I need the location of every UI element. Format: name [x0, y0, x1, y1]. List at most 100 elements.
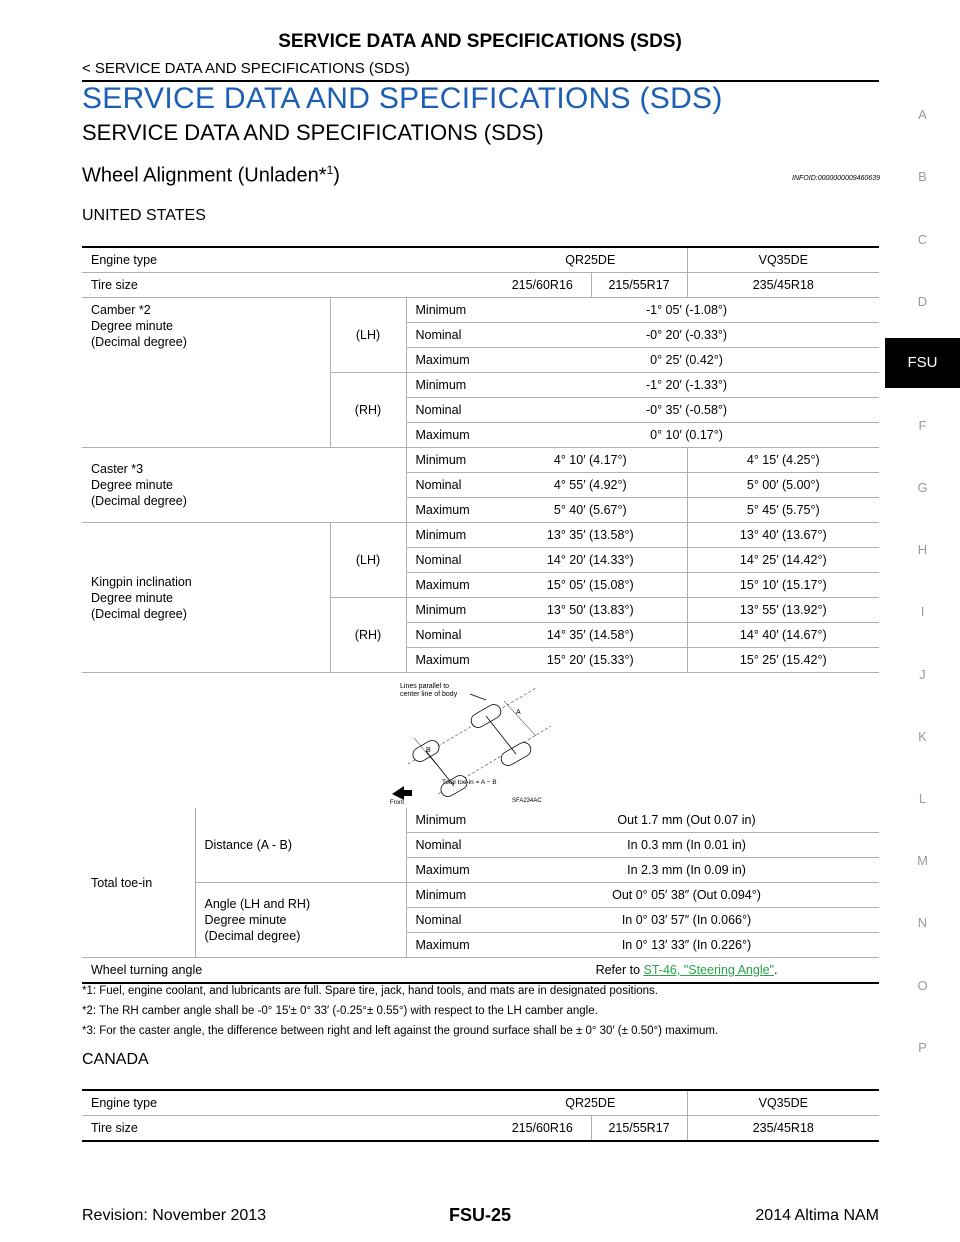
label-nominal: Nominal: [405, 322, 495, 348]
info-id: INFOID:0000000009460639: [792, 175, 880, 182]
camber-rh-label: (RH): [329, 372, 406, 448]
side-index-d[interactable]: D: [917, 294, 928, 309]
kp-lh-qr-nom: 14° 20′ (14.33°): [494, 547, 688, 573]
tire-size-2: 215/55R17: [590, 1115, 688, 1142]
table-row: Caster *3 Degree minute (Decimal degree)…: [82, 447, 880, 523]
toe-label: Total toe-in: [82, 808, 195, 958]
fig-label-lines-1: Lines parallel to: [400, 683, 449, 690]
tire-size-1: 215/60R16: [494, 272, 592, 298]
tire-size-2: 215/55R17: [590, 272, 688, 298]
side-index-n[interactable]: N: [917, 915, 928, 930]
table-row: Maximum 5° 40′ (5.67°) 5° 45′ (5.75°): [82, 497, 880, 523]
toe-distance-label: Distance (A - B): [194, 808, 406, 883]
table-row: Tire size 215/60R16 215/55R17 235/45R18: [82, 1115, 880, 1142]
kingpin-rh-label: (RH): [329, 597, 406, 673]
caster-qr-min: 4° 10′ (4.17°): [494, 447, 688, 473]
tire-size-1: 215/60R16: [494, 1115, 592, 1142]
engine-type-label: Engine type: [82, 1089, 495, 1116]
caster-vq-max: 5° 45′ (5.75°): [686, 497, 880, 523]
label-nominal: Nominal: [405, 907, 494, 933]
tire-size-3: 235/45R18: [686, 1115, 880, 1142]
kingpin-lh-label: (LH): [329, 522, 406, 598]
table-row: Camber *2 Degree minute (Decimal degree)…: [82, 297, 880, 448]
fig-label-lines-2: center line of body: [400, 691, 458, 698]
region-heading-canada: CANADA: [82, 1051, 149, 1068]
header-rule: [82, 80, 879, 82]
side-index-i[interactable]: I: [920, 604, 925, 619]
label-nominal: Nominal: [405, 832, 494, 858]
side-index-f[interactable]: F: [918, 418, 927, 433]
toe-angle-max: In 0° 13′ 33″ (In 0.226°): [494, 932, 880, 958]
side-index-j[interactable]: J: [919, 667, 926, 682]
side-index-l[interactable]: L: [918, 791, 927, 806]
side-index-b[interactable]: B: [918, 169, 927, 184]
table-row: Wheel turning angle Refer to ST-46, "Ste…: [82, 957, 880, 984]
breadcrumb[interactable]: < SERVICE DATA AND SPECIFICATIONS (SDS): [82, 60, 410, 77]
engine-type-label: Engine type: [82, 246, 495, 273]
turning-angle-value: Refer to ST-46, "Steering Angle".: [494, 957, 880, 984]
label-nominal: Nominal: [405, 397, 495, 423]
side-index-a[interactable]: A: [918, 107, 927, 122]
label-minimum: Minimum: [405, 297, 495, 323]
table-row: (RH) Minimum 13° 50′ (13.83°) 13° 55′ (1…: [82, 597, 880, 673]
camber-lh-max: 0° 25′ (0.42°): [494, 347, 880, 373]
footnote-1: *1: Fuel, engine coolant, and lubricants…: [82, 985, 658, 997]
side-index-c[interactable]: C: [917, 232, 928, 247]
steering-angle-link[interactable]: ST-46, "Steering Angle": [643, 963, 774, 977]
label-nominal: Nominal: [405, 622, 495, 648]
table-row: Tire size 215/60R16 215/55R17 235/45R18: [82, 272, 880, 298]
kp-rh-vq-min: 13° 55′ (13.92°): [686, 597, 880, 623]
toe-dist-nom: In 0.3 mm (In 0.01 in): [494, 832, 880, 858]
caster-qr-max: 5° 40′ (5.67°): [494, 497, 688, 523]
us-toe-table: Total toe-in Distance (A - B) Minimum Ou…: [82, 808, 880, 984]
engine-vq: VQ35DE: [686, 1089, 880, 1116]
us-alignment-table: Engine type QR25DE VQ35DE Tire size 215/…: [82, 246, 880, 673]
label-minimum: Minimum: [405, 882, 494, 908]
footer-page-number: FSU-25: [448, 1205, 511, 1225]
side-index-fsu[interactable]: FSU: [885, 338, 960, 388]
side-index-m[interactable]: M: [917, 853, 928, 868]
engine-qr: QR25DE: [494, 1089, 688, 1116]
table-row: (RH) Minimum -1° 20′ (-1.33°): [82, 372, 880, 448]
table-row: Nominal -0° 20′ (-0.33°): [82, 322, 880, 348]
engine-vq: VQ35DE: [686, 246, 880, 273]
label-maximum: Maximum: [405, 932, 494, 958]
label-nominal: Nominal: [405, 472, 495, 498]
figure-code: SFA234AC: [512, 798, 542, 804]
side-index-h[interactable]: H: [917, 542, 928, 557]
label-nominal: Nominal: [405, 547, 495, 573]
side-index-p[interactable]: P: [918, 1040, 927, 1055]
engine-qr: QR25DE: [494, 246, 688, 273]
label-maximum: Maximum: [405, 572, 495, 598]
caster-qr-nom: 4° 55′ (4.92°): [494, 472, 688, 498]
footer-model: 2014 Altima NAM: [755, 1207, 879, 1224]
label-maximum: Maximum: [405, 347, 495, 373]
fig-label-front: Front: [390, 800, 404, 806]
kp-rh-qr-nom: 14° 35′ (14.58°): [494, 622, 688, 648]
kp-rh-qr-min: 13° 50′ (13.83°): [494, 597, 688, 623]
caster-vq-nom: 5° 00′ (5.00°): [686, 472, 880, 498]
table-row: Maximum 0° 10′ (0.17°): [82, 422, 880, 448]
table-row: Maximum In 0° 13′ 33″ (In 0.226°): [82, 932, 880, 958]
table-row: Engine type QR25DE VQ35DE: [82, 246, 880, 273]
label-maximum: Maximum: [405, 647, 495, 673]
camber-lh-label: (LH): [329, 297, 406, 373]
side-index-g[interactable]: G: [917, 480, 928, 495]
label-minimum: Minimum: [405, 522, 495, 548]
label-minimum: Minimum: [405, 447, 495, 473]
running-header-title: SERVICE DATA AND SPECIFICATIONS (SDS): [278, 31, 682, 52]
label-maximum: Maximum: [405, 422, 495, 448]
footnote-3: *3: For the caster angle, the difference…: [82, 1025, 719, 1037]
kp-rh-qr-max: 15° 20′ (15.33°): [494, 647, 688, 673]
side-index-k[interactable]: K: [918, 729, 927, 744]
table-row: Maximum 0° 25′ (0.42°): [82, 347, 880, 373]
side-index-o[interactable]: O: [917, 978, 928, 993]
page-title: SERVICE DATA AND SPECIFICATIONS (SDS): [82, 82, 723, 115]
toe-dist-max: In 2.3 mm (In 0.09 in): [494, 857, 880, 883]
tire-size-3: 235/45R18: [686, 272, 880, 298]
subsection-title: Wheel Alignment (Unladen*1): [82, 163, 340, 187]
table-row: Maximum 15° 20′ (15.33°) 15° 25′ (15.42°…: [82, 647, 880, 673]
camber-rh-nom: -0° 35′ (-0.58°): [494, 397, 880, 423]
turning-angle-label: Wheel turning angle: [82, 957, 494, 984]
kp-lh-vq-max: 15° 10′ (15.17°): [686, 572, 880, 598]
